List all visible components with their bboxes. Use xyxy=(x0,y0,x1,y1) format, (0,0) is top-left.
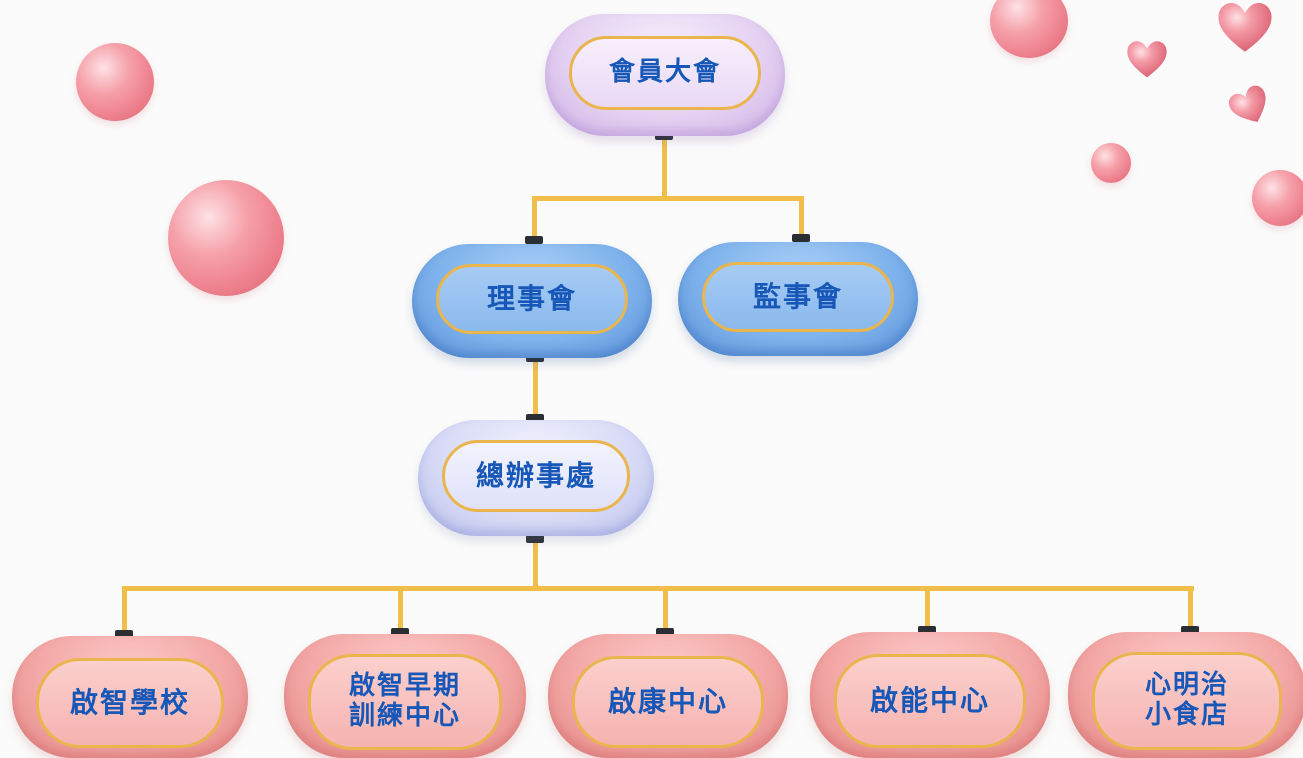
node-label: 會員大會 xyxy=(608,57,721,88)
connector-line xyxy=(398,586,403,628)
connector-port xyxy=(526,414,544,422)
connector-port xyxy=(918,626,936,634)
node-label: 啟智學校 xyxy=(69,685,190,719)
pink-heart-decoration xyxy=(1228,85,1266,122)
connector-line xyxy=(799,196,804,238)
connector-port xyxy=(655,132,673,140)
pink-bubble-decoration xyxy=(990,0,1068,58)
node-cafe: 心明治 小食店 xyxy=(1068,632,1303,758)
node-neng-center: 啟能中心 xyxy=(810,632,1050,758)
connector-line xyxy=(122,586,127,630)
node-kang-center: 啟康中心 xyxy=(548,634,788,758)
pink-heart-decoration xyxy=(1127,41,1167,78)
connector-port xyxy=(526,535,544,543)
connector-line xyxy=(663,586,668,628)
connector-port xyxy=(526,354,544,362)
node-early-training-center: 啟智早期 訓練中心 xyxy=(284,634,526,758)
connector-line xyxy=(532,196,804,201)
node-label: 理事會 xyxy=(486,281,577,315)
node-label: 啟智早期 訓練中心 xyxy=(348,671,461,731)
node-general-assembly: 會員大會 xyxy=(545,14,785,136)
node-label: 監事會 xyxy=(752,279,843,313)
node-board-of-supervisors: 監事會 xyxy=(678,242,918,356)
connector-port xyxy=(1181,626,1199,634)
node-label: 啟能中心 xyxy=(869,683,990,717)
connector-port xyxy=(525,236,543,244)
pink-heart-decoration xyxy=(1218,3,1272,52)
connector-line xyxy=(533,538,538,590)
pink-bubble-decoration xyxy=(76,43,154,121)
connector-port xyxy=(391,628,409,636)
connector-line xyxy=(925,586,930,626)
pink-bubble-decoration xyxy=(168,180,284,296)
node-board-of-directors: 理事會 xyxy=(412,244,652,358)
node-label: 心明治 小食店 xyxy=(1144,670,1229,730)
connector-port xyxy=(656,628,674,636)
connector-port xyxy=(115,630,133,638)
pink-bubble-decoration xyxy=(1091,143,1131,183)
connector-line xyxy=(1188,586,1193,626)
connector-line xyxy=(122,586,1194,591)
node-label: 啟康中心 xyxy=(607,684,728,718)
connector-line xyxy=(662,138,667,200)
pink-bubble-decoration xyxy=(1252,170,1303,226)
connector-port xyxy=(792,234,810,242)
connector-line xyxy=(532,196,537,240)
node-school: 啟智學校 xyxy=(12,636,248,758)
node-general-office: 總辦事處 xyxy=(418,420,654,536)
connector-line xyxy=(533,358,538,418)
node-label: 總辦事處 xyxy=(475,458,596,492)
